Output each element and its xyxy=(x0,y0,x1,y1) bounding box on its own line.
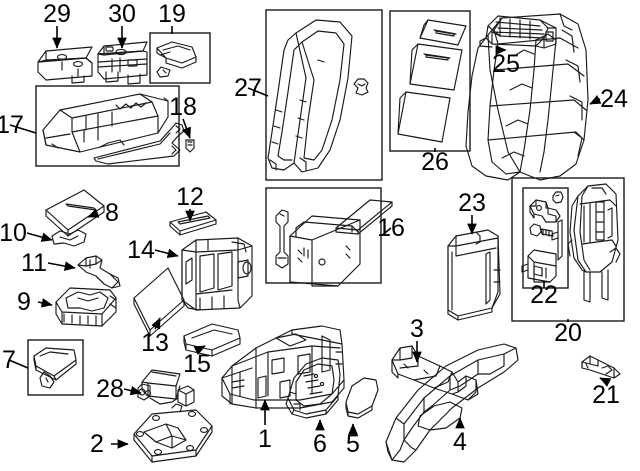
part-30-switch-assembly xyxy=(97,41,148,85)
callout-number-23[interactable]: 23 xyxy=(458,189,486,217)
box-22 xyxy=(522,187,569,289)
callout-number-29[interactable]: 29 xyxy=(43,0,71,28)
leader-line-14 xyxy=(154,248,179,259)
callout-number-26[interactable]: 26 xyxy=(421,148,449,176)
callout-leaders xyxy=(8,26,612,449)
leader-line-15 xyxy=(193,345,206,355)
part-24-rear-duct xyxy=(465,13,589,181)
callout-number-9[interactable]: 9 xyxy=(17,288,31,316)
part-26-panel-set xyxy=(397,19,467,143)
callout-number-3[interactable]: 3 xyxy=(410,315,424,343)
part-illustrations xyxy=(33,13,621,463)
leader-line-18 xyxy=(181,118,191,139)
box-17 xyxy=(35,85,180,167)
leader-line-13 xyxy=(151,317,161,330)
callout-number-17[interactable]: 17 xyxy=(0,111,24,139)
callout-number-18[interactable]: 18 xyxy=(169,93,197,121)
part-23-control-module xyxy=(447,229,501,321)
part-9-cupholder-insert xyxy=(55,287,117,327)
part-18-hinge-rod-pin xyxy=(185,139,195,153)
callout-labels: 1234567891011121314151617181920212223242… xyxy=(0,0,628,458)
callout-number-1[interactable]: 1 xyxy=(258,425,272,453)
leader-line-21 xyxy=(599,377,612,387)
callout-number-12[interactable]: 12 xyxy=(176,183,204,211)
part-11-retainer-clip xyxy=(77,255,121,289)
part-13-side-panel xyxy=(133,267,185,337)
callout-number-21[interactable]: 21 xyxy=(592,381,620,409)
callout-number-14[interactable]: 14 xyxy=(127,236,155,264)
part-4-side-trim xyxy=(385,343,519,463)
box-19 xyxy=(149,32,211,84)
leader-line-17 xyxy=(9,124,37,134)
callout-number-7[interactable]: 7 xyxy=(2,346,16,374)
part-21-trim-clip xyxy=(581,355,621,379)
part-1-console-body xyxy=(221,325,345,409)
callout-number-20[interactable]: 20 xyxy=(554,319,582,347)
part-22-hardware-kit xyxy=(521,191,564,283)
part-19-latch-handle xyxy=(156,41,197,78)
callout-number-22[interactable]: 22 xyxy=(530,281,558,309)
callout-number-27[interactable]: 27 xyxy=(234,74,262,102)
callout-number-13[interactable]: 13 xyxy=(141,329,169,357)
part-28-electronic-module xyxy=(137,369,195,407)
callout-number-8[interactable]: 8 xyxy=(105,199,119,227)
callout-number-24[interactable]: 24 xyxy=(600,85,628,113)
callout-number-25[interactable]: 25 xyxy=(492,50,520,78)
part-3-support-bracket xyxy=(391,345,479,401)
part-27-shift-bezel xyxy=(267,19,369,173)
callout-number-4[interactable]: 4 xyxy=(453,428,467,456)
leader-line-7 xyxy=(8,359,29,369)
callout-boxes xyxy=(27,9,625,396)
part-29-switch-cover xyxy=(37,46,93,84)
leader-line-9 xyxy=(37,298,53,308)
part-7-boxed-trim xyxy=(33,347,77,389)
callout-number-28[interactable]: 28 xyxy=(96,375,124,403)
leader-line-28 xyxy=(123,385,142,396)
part-20-rear-console-assembly xyxy=(567,183,621,303)
leader-line-8 xyxy=(87,208,100,218)
part-6-end-cover xyxy=(285,357,341,419)
callout-number-15[interactable]: 15 xyxy=(183,350,211,378)
callout-number-2[interactable]: 2 xyxy=(90,430,104,458)
leader-line-16 xyxy=(380,227,392,237)
callout-number-16[interactable]: 16 xyxy=(377,214,405,242)
box-26 xyxy=(389,10,471,152)
part-2-bracket-plate xyxy=(133,403,213,463)
callout-number-11[interactable]: 11 xyxy=(21,249,47,277)
part-5-cover-cap xyxy=(345,377,379,419)
part-16-storage-bin xyxy=(275,199,393,287)
callout-number-19[interactable]: 19 xyxy=(158,0,186,28)
callout-number-5[interactable]: 5 xyxy=(346,430,360,458)
part-17-armrest-lid xyxy=(42,93,185,165)
part-14-rear-housing xyxy=(181,237,253,311)
callout-number-6[interactable]: 6 xyxy=(313,430,327,458)
part-25-connector-block xyxy=(479,15,557,49)
callout-number-30[interactable]: 30 xyxy=(108,0,136,28)
callout-number-10[interactable]: 10 xyxy=(0,219,27,247)
leader-line-11 xyxy=(47,261,76,271)
leader-line-24 xyxy=(589,95,602,105)
leader-line-10 xyxy=(26,232,53,242)
part-10-cupholder-mat xyxy=(51,229,87,247)
leader-line-27 xyxy=(247,87,269,97)
